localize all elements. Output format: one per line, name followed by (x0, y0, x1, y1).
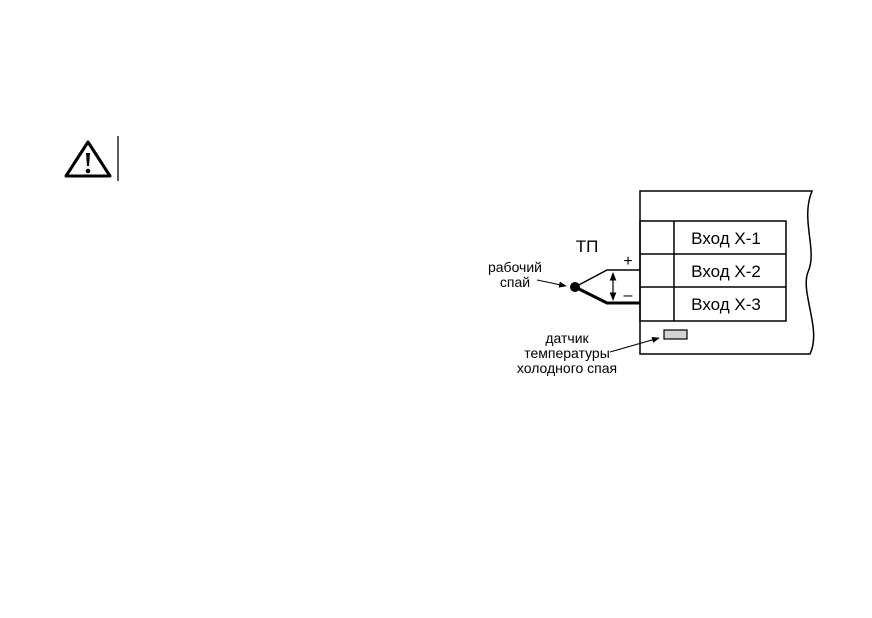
cold-junction-label-line1: датчик (545, 330, 589, 346)
hot-junction-label-line2: спай (500, 274, 530, 290)
cold-junction-pointer (609, 336, 660, 353)
thermocouple-wires (574, 269, 640, 305)
warning-triangle-icon (64, 140, 112, 178)
cold-junction-label-line2: температуры (524, 345, 610, 361)
device-body (639, 190, 815, 355)
plus-sign: + (623, 253, 632, 270)
hot-junction-point (570, 282, 580, 292)
input-x3-label: Вход Х-3 (691, 295, 761, 314)
cold-junction-label-line3: холодного спая (517, 360, 617, 376)
minus-sign: – (624, 287, 633, 304)
input-x1-label: Вход Х-1 (691, 229, 761, 248)
input-x2-label: Вход Х-2 (691, 262, 761, 281)
thermocouple-label: ТП (576, 237, 599, 256)
hot-junction-label-line1: рабочий (488, 259, 542, 275)
hot-junction-pointer (536, 279, 567, 288)
cold-junction-sensor (663, 329, 688, 340)
terminal-block (639, 220, 787, 322)
